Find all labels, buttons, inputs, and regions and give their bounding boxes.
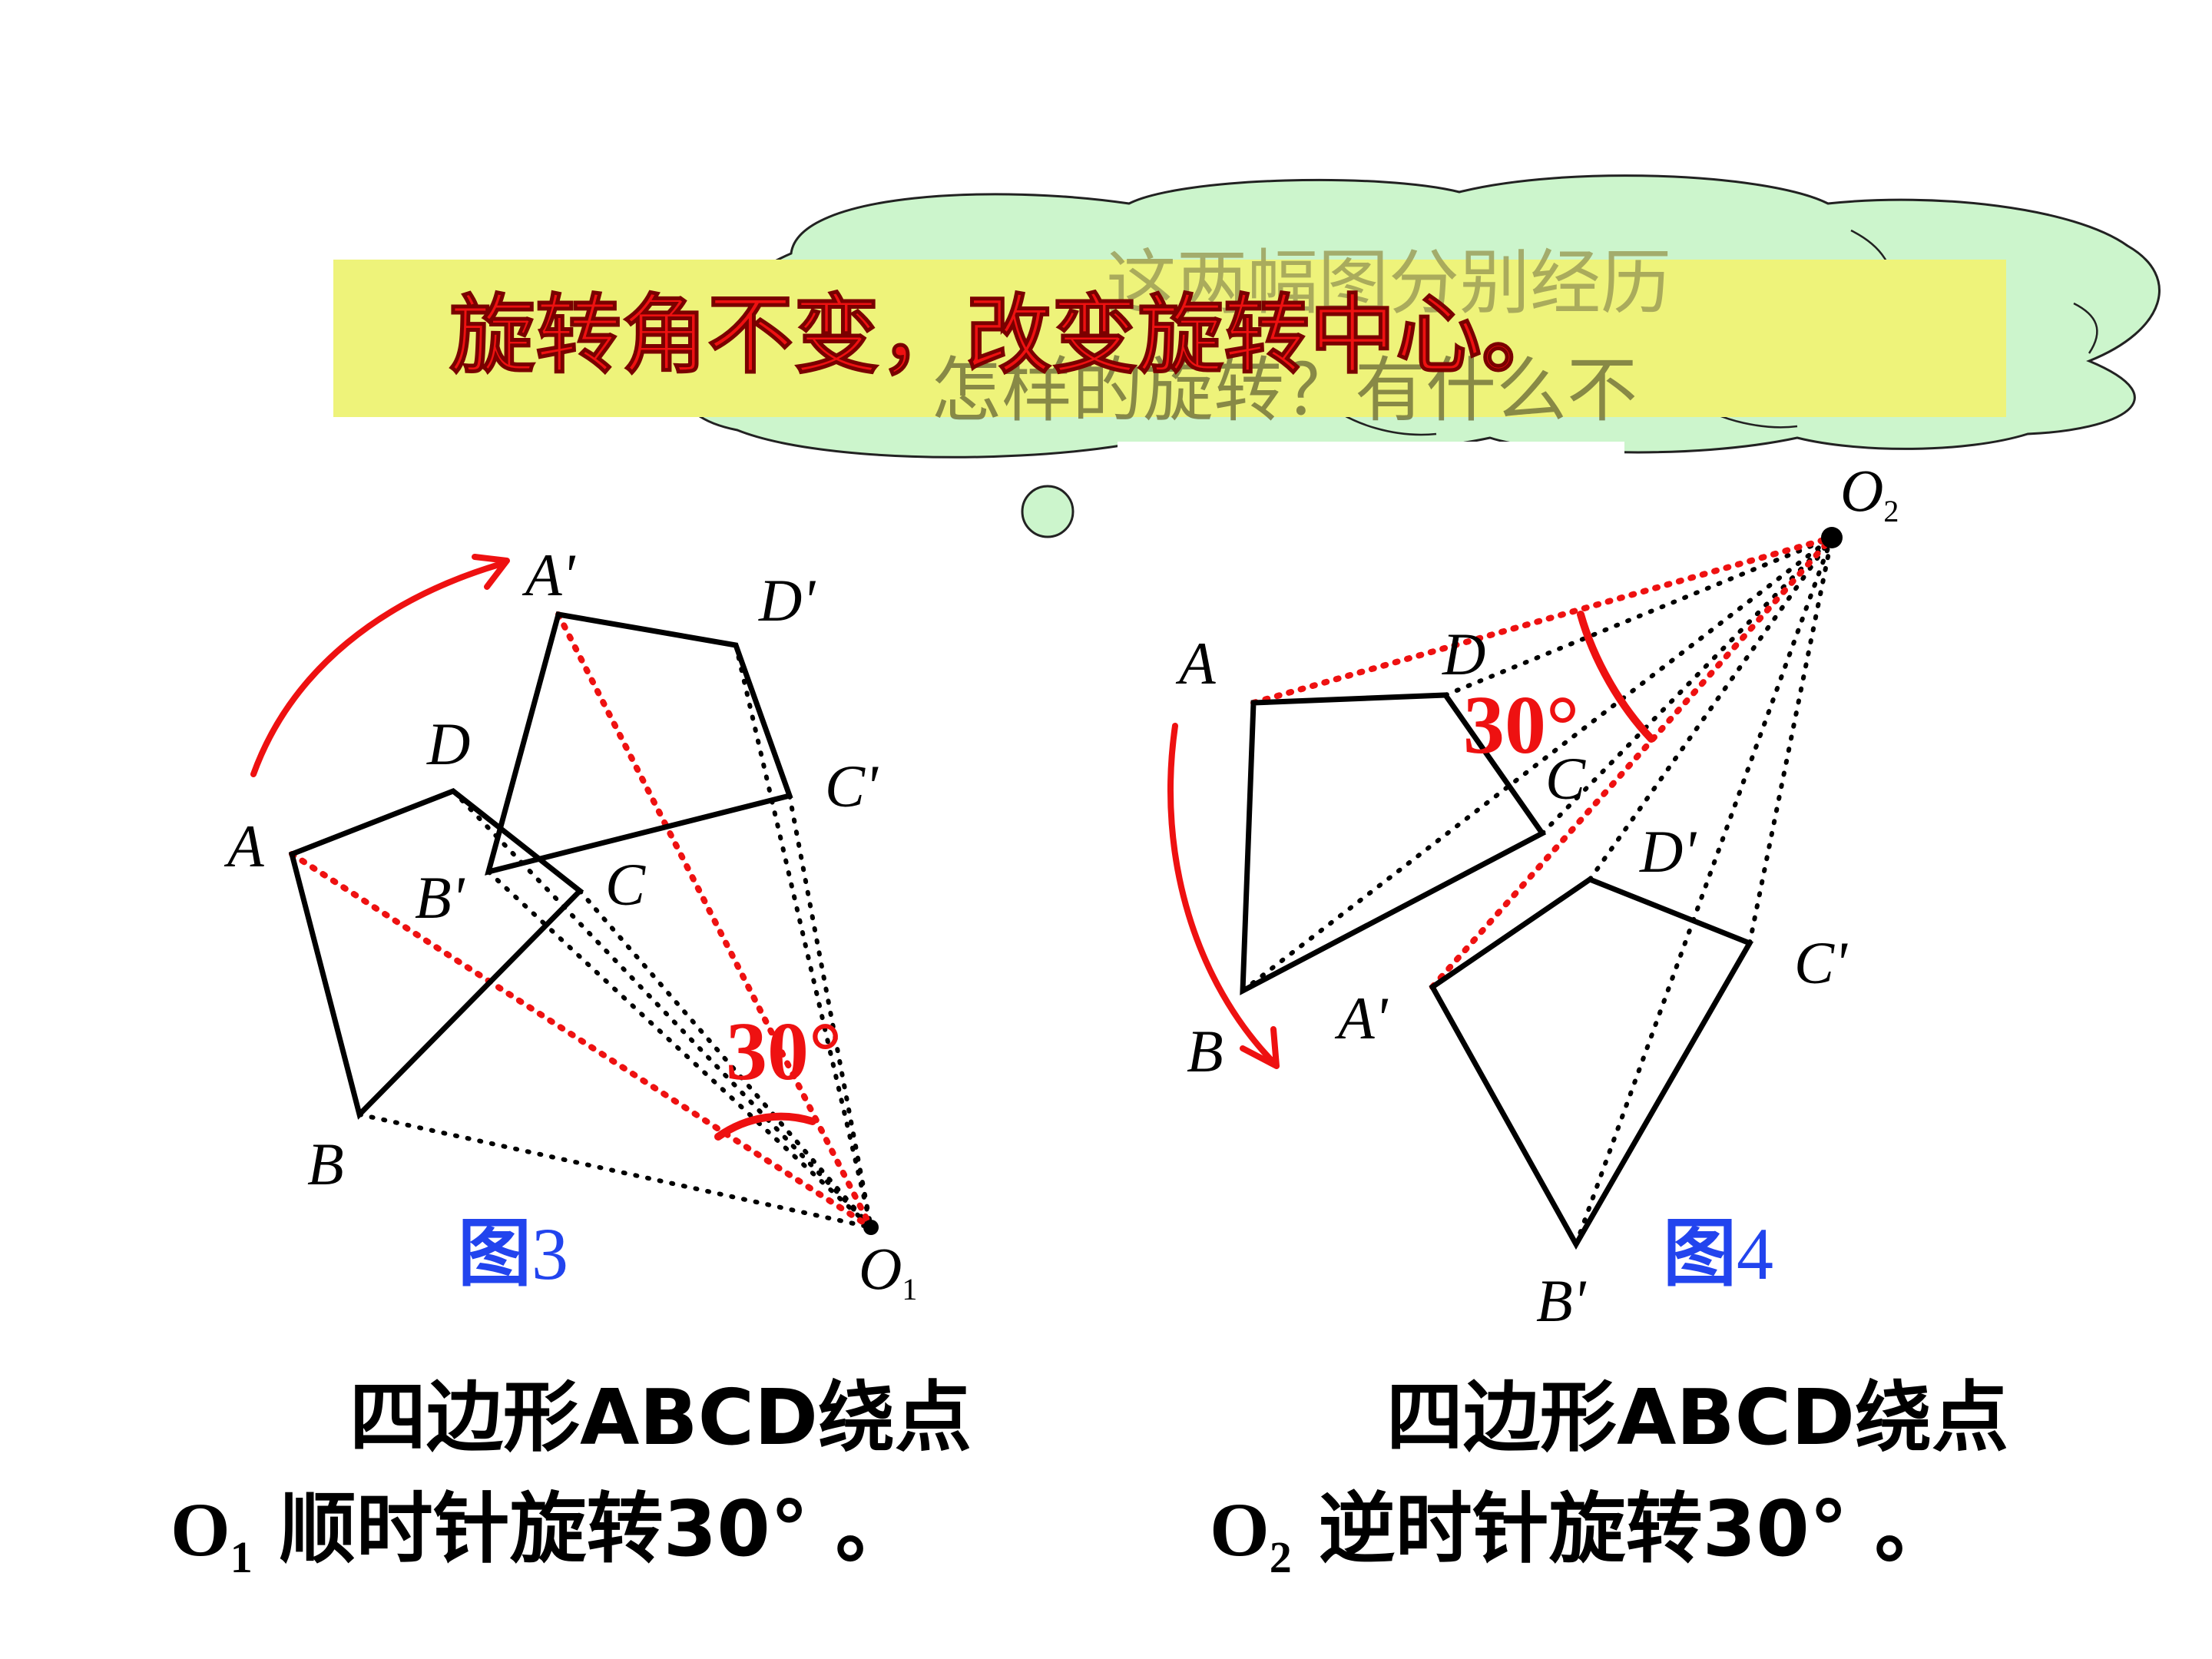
cloud-text-line2: 怎样的旋转？有什么不 [931,349,1637,432]
fig3-label-C: C [605,851,646,918]
fig4-rotation-arrowhead [1240,1026,1280,1069]
caption-left-line1: 四边形ABCD绕点 [349,1373,972,1462]
fig3-angle-arc [714,1112,816,1141]
fig4-label-A1: A' [1334,985,1389,1051]
fig3-label-A: A [224,813,264,879]
fig3-redray-A1 [555,611,874,1230]
fig4-redray-A [1250,535,1835,706]
fig4-center-O2 [1821,527,1843,548]
fig3-label-B1: B' [415,864,465,931]
fig3-red-rays [289,611,874,1230]
fig3-ray-C1 [787,793,873,1230]
fig4-figure-label: 图4 [1663,1210,1773,1296]
fig4-ray-D [1443,535,1834,697]
fig3-center-O1 [863,1220,879,1235]
cloud-text-line1: 这两幅图分别经历 [1106,242,1671,324]
fig4-label-C1: C' [1794,929,1848,996]
banner-bg [333,260,2006,417]
fig3-ray-C [578,889,873,1230]
cloud-bubble [1021,485,1075,538]
fig4-ray-B [1240,535,1834,993]
fig3-ray-D1 [733,643,873,1230]
fig4-label-O: O2 [1840,457,1899,528]
fig4-rotation-arrow [1167,723,1274,1063]
fig3-label-C1: C' [825,753,879,820]
fig3-labels: A B C D A' B' C' D' O1 [224,541,917,1306]
fig3-angle-label: 30° [726,1006,842,1098]
fig4-label-A: A [1175,630,1216,697]
fig3-label-O: O1 [859,1235,917,1306]
figure-4: A B C D A' B' C' D' O2 30° 图4 [1167,457,1899,1334]
fig3-rotation-arrowhead [472,554,510,590]
cloud-white-patch [1118,442,1624,465]
caption-right-line2: O2 逆时针旋转30° 。 [1210,1484,1952,1582]
fig4-ray-B1 [1574,535,1834,1247]
fig4-label-C: C [1545,745,1586,812]
fig3-label-A1: A' [522,541,576,608]
fig4-label-B1: B' [1536,1267,1587,1334]
fig4-quad-ABCD [1240,692,1547,995]
banner-text: 旋转角不变，改变旋转中心。 [449,286,1568,386]
fig4-ray-C1 [1747,535,1834,945]
fig3-ray-B [357,1112,873,1230]
caption-left-line2: O1 顺时针旋转30° 。 [171,1484,912,1582]
caption-right-line1: 四边形ABCD绕点 [1386,1373,2008,1462]
caption-right: 四边形ABCD绕点 O2 逆时针旋转30° 。 [1210,1373,2008,1582]
fig3-ray-B1 [486,869,873,1230]
fig4-red-rays [1250,535,1835,990]
fig3-redray-A [289,851,874,1230]
fig4-ray-C [1540,535,1834,836]
fig4-label-D1: D' [1639,818,1697,885]
fig3-label-B: B [307,1131,344,1197]
fig3-figure-label: 图3 [458,1210,568,1296]
fig3-label-D1: D' [758,567,816,634]
fig3-label-D: D [426,710,470,777]
fig4-rays [1240,535,1834,1247]
fig4-label-B: B [1187,1018,1224,1084]
fig4-labels: A B C D A' B' C' D' O2 [1175,457,1899,1334]
fig4-angle-label: 30° [1463,680,1579,771]
fig4-label-D: D [1442,621,1485,687]
fig3-rotation-arrow [250,561,502,777]
fig4-ray-D1 [1588,535,1834,882]
figure-3: A B C D A' B' C' D' O1 30° 图3 [224,541,917,1306]
cloud-inner-arc-3 [2073,302,2098,354]
fig4-angle-arc [1577,611,1655,743]
caption-left: 四边形ABCD绕点 O1 顺时针旋转30° 。 [171,1373,972,1582]
fig4-quad-A1B1C1D1 [1429,876,1754,1250]
fig3-quad-A1B1C1D1 [485,611,793,876]
fig4-redray-A1 [1429,535,1835,990]
fig3-quad-ABCD [288,788,584,1120]
